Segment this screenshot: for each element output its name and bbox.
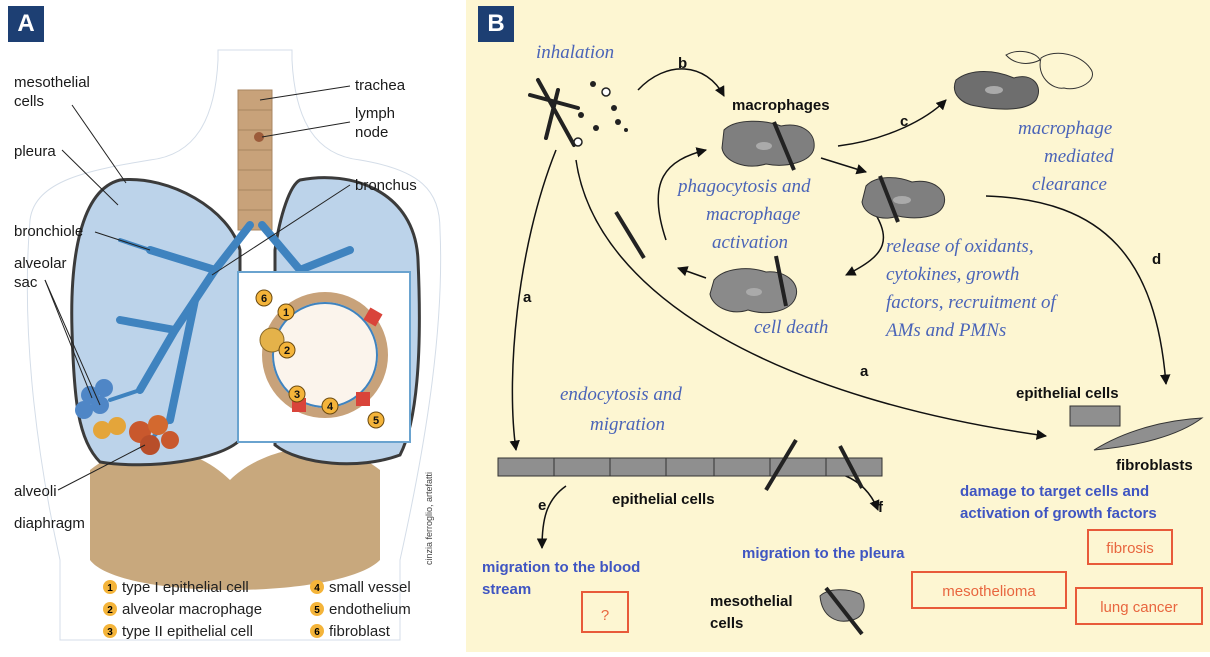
label-epithelial-cells-top: epithelial cells (1016, 385, 1119, 402)
label-release-4: AMs and PMNs (884, 320, 1006, 341)
svg-text:1: 1 (283, 307, 289, 319)
svg-text:fibrosis: fibrosis (1106, 540, 1154, 557)
label-phagocytosis-3: activation (712, 232, 788, 253)
step-a-left: a (523, 289, 532, 306)
label-mesothelial-cells-1: mesothelial (14, 74, 90, 91)
label-epithelial-cells-bottom: epithelial cells (612, 491, 715, 508)
mesothelioma-box: mesothelioma (912, 572, 1066, 608)
unknown-outcome-box: ? (582, 592, 628, 632)
svg-text:3: 3 (294, 389, 300, 401)
lung-anatomy-illustration: 6 1 2 3 4 5 mesothelial cells pleura bro… (0, 0, 452, 652)
label-fibroblasts: fibroblasts (1116, 457, 1193, 474)
panel-b: B inhalation (466, 0, 1210, 652)
step-e: e (538, 497, 546, 514)
svg-text:type II epithelial cell: type II epithelial cell (122, 623, 253, 640)
label-release-1: release of oxidants, (886, 236, 1034, 257)
step-a-center: a (860, 363, 869, 380)
legend-item-2: 2 alveolar macrophage (103, 601, 262, 618)
epithelial-layer-right (714, 458, 882, 476)
label-lymph-node-2: node (355, 124, 388, 141)
label-bronchiole: bronchiole (14, 223, 83, 240)
label-trachea: trachea (355, 77, 406, 94)
svg-text:4: 4 (314, 583, 320, 594)
mesothelial-cell-icon (820, 588, 864, 634)
label-inhalation: inhalation (536, 42, 614, 63)
svg-text:endothelium: endothelium (329, 601, 411, 618)
label-phagocytosis-1: phagocytosis and (676, 176, 811, 197)
label-clearance-2: mediated (1044, 146, 1114, 167)
label-macrophages: macrophages (732, 97, 830, 114)
epithelial-cell-icon (1070, 406, 1120, 426)
svg-text:4: 4 (327, 401, 334, 413)
label-mesothelial-1: mesothelial (710, 593, 793, 610)
svg-text:fibroblast: fibroblast (329, 623, 391, 640)
svg-text:2: 2 (284, 345, 290, 357)
released-fiber-icon (616, 212, 644, 258)
epithelial-layer-left (498, 458, 714, 476)
step-c: c (900, 113, 908, 130)
label-migration-blood-2: stream (482, 581, 531, 598)
label-clearance-1: macrophage (1018, 118, 1112, 139)
label-damage-2: activation of growth factors (960, 505, 1157, 522)
label-damage-1: damage to target cells and (960, 483, 1149, 500)
label-mesothelial-cells-2: cells (14, 93, 44, 110)
svg-text:type I epithelial cell: type I epithelial cell (122, 579, 249, 596)
label-alveoli: alveoli (14, 483, 57, 500)
lung-cancer-box: lung cancer (1076, 588, 1202, 624)
svg-text:3: 3 (107, 627, 113, 638)
label-cell-death: cell death (754, 317, 828, 338)
svg-text:small vessel: small vessel (329, 579, 411, 596)
inhaled-fibers-icon (530, 80, 578, 145)
dying-macrophage-icon (710, 256, 797, 313)
svg-text:mesothelioma: mesothelioma (942, 583, 1036, 600)
label-diaphragm: diaphragm (14, 515, 85, 532)
label-release-3: factors, recruitment of (886, 292, 1058, 313)
label-mesothelial-2: cells (710, 615, 743, 632)
label-pleura: pleura (14, 143, 56, 160)
label-migration-pleura: migration to the pleura (742, 545, 905, 562)
panel-a: A (0, 0, 452, 652)
svg-text:1: 1 (107, 583, 113, 594)
label-endocytosis-2: migration (590, 414, 665, 435)
svg-text:6: 6 (314, 627, 320, 638)
svg-text:2: 2 (107, 605, 113, 616)
label-clearance-3: clearance (1032, 174, 1107, 195)
panel-a-badge: A (8, 6, 44, 42)
step-d: d (1152, 251, 1161, 268)
label-release-2: cytokines, growth (886, 264, 1019, 285)
illustration-credit: cinzia ferroglio, artefatti (424, 472, 434, 565)
legend-item-1: 1 type I epithelial cell (103, 579, 249, 596)
svg-text:5: 5 (373, 415, 379, 427)
legend-item-3: 3 type II epithelial cell (103, 623, 253, 640)
step-b: b (678, 55, 687, 72)
label-alveolar-sac-1: alveolar (14, 255, 67, 272)
trachea-shape (238, 90, 272, 230)
step-f: f (878, 499, 884, 516)
label-lymph-node-1: lymph (355, 105, 395, 122)
fiber-pathway-diagram: inhalation b c d a a e f macrophages (466, 0, 1210, 652)
label-migration-blood-1: migration to the blood (482, 559, 640, 576)
fibrosis-box: fibrosis (1088, 530, 1172, 564)
label-bronchus: bronchus (355, 177, 417, 194)
svg-text:6: 6 (261, 293, 267, 305)
svg-text:alveolar macrophage: alveolar macrophage (122, 601, 262, 618)
label-phagocytosis-2: macrophage (706, 204, 800, 225)
label-alveolar-sac-2: sac (14, 274, 38, 291)
panel-b-badge: B (478, 6, 514, 42)
label-endocytosis-1: endocytosis and (560, 384, 682, 405)
svg-text:?: ? (601, 607, 609, 624)
activated-macrophage-icon (862, 176, 945, 222)
svg-text:lung cancer: lung cancer (1100, 599, 1178, 616)
inhaled-particles-icon (574, 81, 628, 146)
cleared-macrophage-icon (954, 51, 1092, 109)
macrophage-cell-icon (722, 121, 814, 170)
svg-text:5: 5 (314, 605, 320, 616)
